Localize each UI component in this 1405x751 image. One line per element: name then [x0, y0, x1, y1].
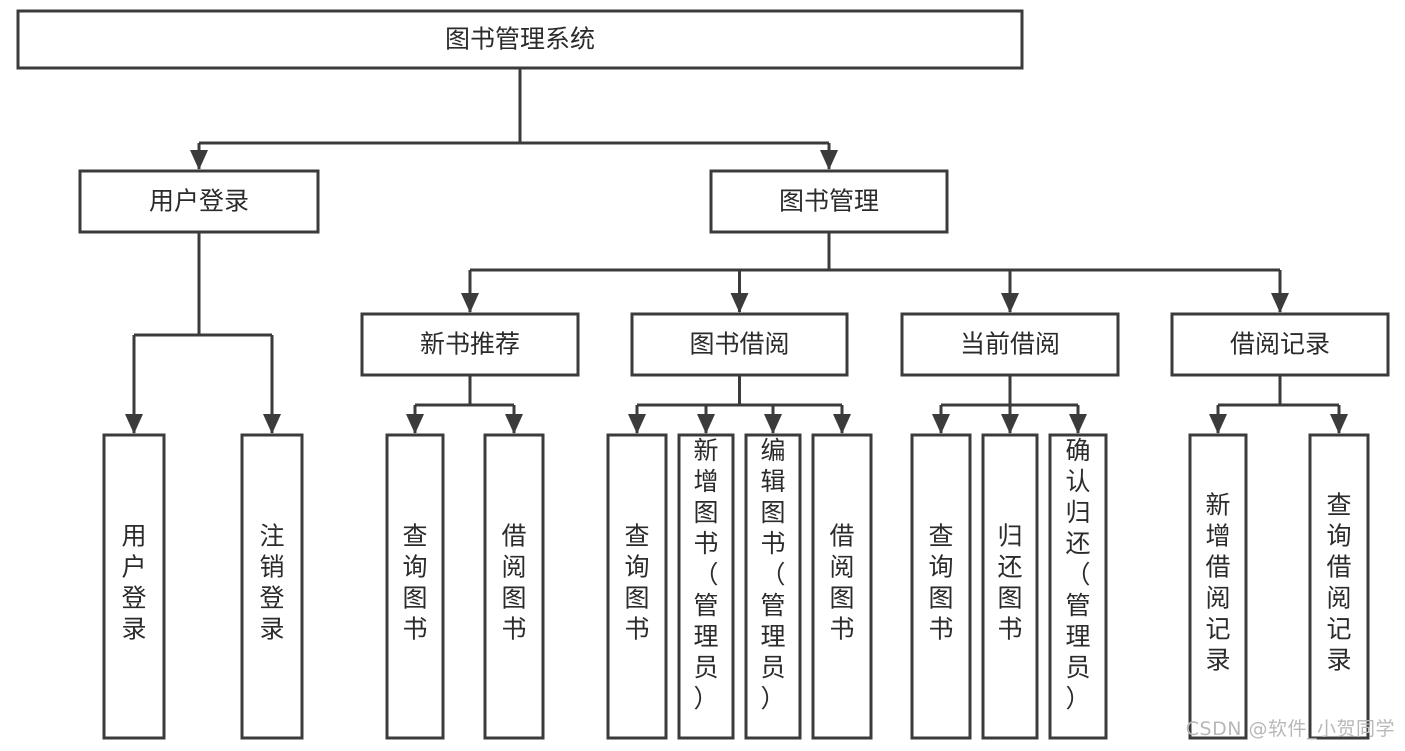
arrow-head-icon — [1271, 293, 1289, 313]
leaf-node-12-label: 查询借阅记录 — [1326, 491, 1351, 675]
leaf-node-2-box — [385, 433, 445, 740]
leaf-node-9[interactable]: 归还图书 — [981, 433, 1039, 740]
leaf-node-7-box — [811, 433, 873, 740]
leaf-node-12[interactable]: 查询借阅记录 — [1308, 433, 1370, 740]
level2-node-0-box — [78, 169, 320, 234]
leaf-node-0-label: 用户登录 — [121, 522, 146, 644]
leaf-node-10[interactable]: 确认归还（管理员） — [1048, 433, 1108, 740]
leaf-node-9-box — [981, 433, 1039, 740]
arrow-head-icon — [820, 150, 838, 170]
level2-node-1[interactable]: 图书管理 — [709, 169, 949, 234]
leaf-node-2[interactable]: 查询图书 — [385, 433, 445, 740]
leaf-node-11-label: 新增借阅记录 — [1205, 491, 1230, 675]
arrow-head-icon — [1209, 414, 1227, 434]
level2-node-0[interactable]: 用户登录 — [78, 169, 320, 234]
level3-node-1-box — [630, 312, 849, 377]
level3-node-1[interactable]: 图书借阅 — [630, 312, 849, 377]
leaf-node-1[interactable]: 注销登录 — [240, 433, 304, 740]
leaf-node-1-box — [240, 433, 304, 740]
leaf-node-8-box — [910, 433, 972, 740]
level3-node-2[interactable]: 当前借阅 — [900, 312, 1120, 377]
leaf-node-4-box — [606, 433, 668, 740]
leaf-node-6-label: 编辑图书（管理员） — [760, 436, 785, 713]
leaf-node-0[interactable]: 用户登录 — [102, 433, 166, 740]
arrow-head-icon — [833, 414, 851, 434]
leaf-node-4-label: 查询图书 — [624, 522, 649, 644]
root-node-label: 图书管理系统 — [445, 25, 595, 54]
root-node[interactable]: 图书管理系统 — [16, 9, 1024, 70]
arrow-head-icon — [505, 414, 523, 434]
level3-node-2-label: 当前借阅 — [960, 330, 1060, 359]
level3-node-3-box — [1170, 312, 1390, 377]
level2-node-1-label: 图书管理 — [779, 187, 879, 216]
leaf-node-11-box — [1188, 433, 1248, 740]
level3-node-2-box — [900, 312, 1120, 377]
leaf-node-1-label: 注销登录 — [259, 522, 284, 644]
arrow-head-icon — [461, 293, 479, 313]
arrow-head-icon — [1330, 414, 1348, 434]
leaf-node-12-box — [1308, 433, 1370, 740]
leaf-node-2-label: 查询图书 — [402, 522, 427, 644]
arrow-head-icon — [406, 414, 424, 434]
level2-node-1-box — [709, 169, 949, 234]
leaf-node-4[interactable]: 查询图书 — [606, 433, 668, 740]
arrow-head-icon — [697, 414, 715, 434]
arrow-head-icon — [125, 414, 143, 434]
leaf-node-3-label: 借阅图书 — [501, 522, 526, 644]
leaf-node-6[interactable]: 编辑图书（管理员） — [744, 433, 802, 740]
leaf-node-5[interactable]: 新增图书（管理员） — [677, 433, 735, 740]
arrow-head-icon — [1001, 414, 1019, 434]
arrow-head-icon — [190, 150, 208, 170]
arrow-head-icon — [730, 293, 749, 313]
arrow-head-icon — [1069, 414, 1087, 434]
level3-node-1-label: 图书借阅 — [689, 330, 789, 359]
arrow-head-icon — [764, 414, 782, 434]
leaf-node-7[interactable]: 借阅图书 — [811, 433, 873, 740]
leaf-node-9-label: 归还图书 — [997, 522, 1022, 644]
leaf-node-11[interactable]: 新增借阅记录 — [1188, 433, 1248, 740]
arrow-head-icon — [628, 414, 646, 434]
watermark-text: CSDN @软件_小贺同学 — [1185, 718, 1395, 740]
leaf-node-8[interactable]: 查询图书 — [910, 433, 972, 740]
leaf-node-6-box — [744, 433, 802, 740]
leaf-node-0-box — [102, 433, 166, 740]
level3-node-3[interactable]: 借阅记录 — [1170, 312, 1390, 377]
level3-node-0-label: 新书推荐 — [420, 330, 520, 359]
level3-node-3-label: 借阅记录 — [1230, 330, 1330, 359]
leaf-node-5-label: 新增图书（管理员） — [693, 436, 718, 713]
leaf-node-7-label: 借阅图书 — [829, 522, 854, 644]
root-node-box — [16, 9, 1024, 70]
leaf-node-8-label: 查询图书 — [928, 522, 953, 644]
arrow-head-icon — [263, 414, 281, 434]
leaf-node-3-box — [483, 433, 545, 740]
leaf-node-10-box — [1048, 433, 1108, 740]
leaf-node-3[interactable]: 借阅图书 — [483, 433, 545, 740]
level3-node-0[interactable]: 新书推荐 — [360, 312, 580, 377]
arrow-head-icon — [932, 414, 950, 434]
level2-node-0-label: 用户登录 — [149, 187, 249, 216]
arrow-head-icon — [1001, 293, 1019, 313]
level3-node-0-box — [360, 312, 580, 377]
leaf-node-10-label: 确认归还（管理员） — [1065, 436, 1090, 713]
leaf-node-5-box — [677, 433, 735, 740]
